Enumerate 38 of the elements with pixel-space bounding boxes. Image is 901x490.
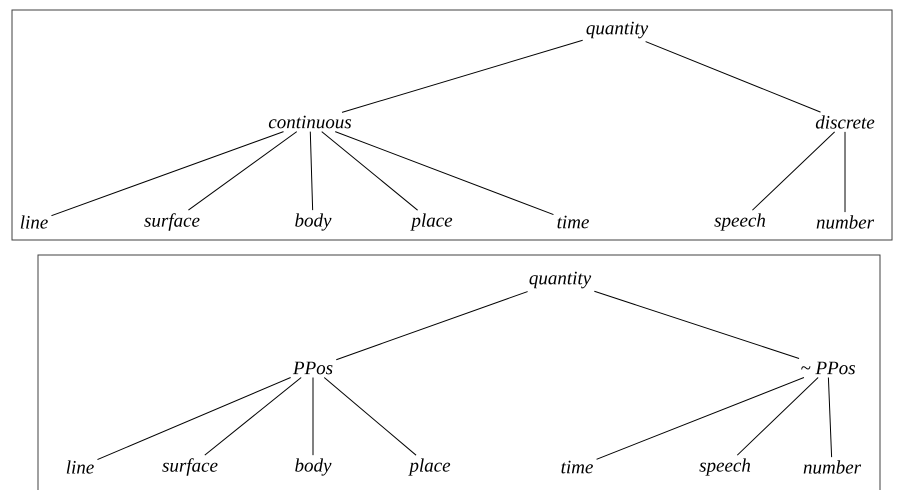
tree-label: body bbox=[295, 458, 332, 476]
tree-line bbox=[50, 131, 284, 216]
tree-label: place bbox=[410, 213, 452, 231]
tree-line bbox=[828, 377, 832, 458]
tree-line bbox=[645, 41, 822, 113]
tree-label: surface bbox=[144, 213, 200, 231]
tree-label: line bbox=[66, 460, 94, 474]
tree-line bbox=[204, 377, 302, 456]
tree-label: discrete bbox=[816, 115, 874, 129]
tree-label: quantity bbox=[586, 22, 648, 38]
tree-label: speech bbox=[699, 458, 750, 476]
tree-line bbox=[736, 377, 819, 456]
tree-label: number bbox=[804, 460, 862, 474]
tree-label: time bbox=[561, 460, 593, 474]
tree-line bbox=[188, 131, 298, 211]
tree-line bbox=[596, 377, 804, 460]
tree-label: ~ PPos bbox=[801, 362, 856, 374]
tree-label: place bbox=[408, 458, 450, 476]
tree-label: surface bbox=[162, 458, 218, 476]
tree-line bbox=[844, 131, 846, 213]
tree-label: quantity bbox=[530, 272, 592, 288]
tree-label: line bbox=[20, 215, 48, 229]
tree-line bbox=[324, 377, 417, 456]
tree-label: speech bbox=[714, 213, 766, 231]
tree-line bbox=[321, 131, 418, 211]
tree-line bbox=[334, 131, 554, 216]
tree-line bbox=[312, 377, 314, 456]
tree-label: number bbox=[816, 215, 874, 229]
tree-label: body bbox=[295, 213, 332, 231]
tree-label: continuous bbox=[268, 116, 352, 128]
tree-line bbox=[594, 290, 800, 359]
tree-label: PPos bbox=[292, 362, 332, 374]
tree-label: time bbox=[557, 216, 589, 228]
tree-line bbox=[342, 40, 584, 113]
tree-line bbox=[96, 377, 292, 460]
tree-line bbox=[310, 131, 314, 211]
tree-line bbox=[336, 291, 528, 360]
tree-line bbox=[752, 131, 836, 211]
